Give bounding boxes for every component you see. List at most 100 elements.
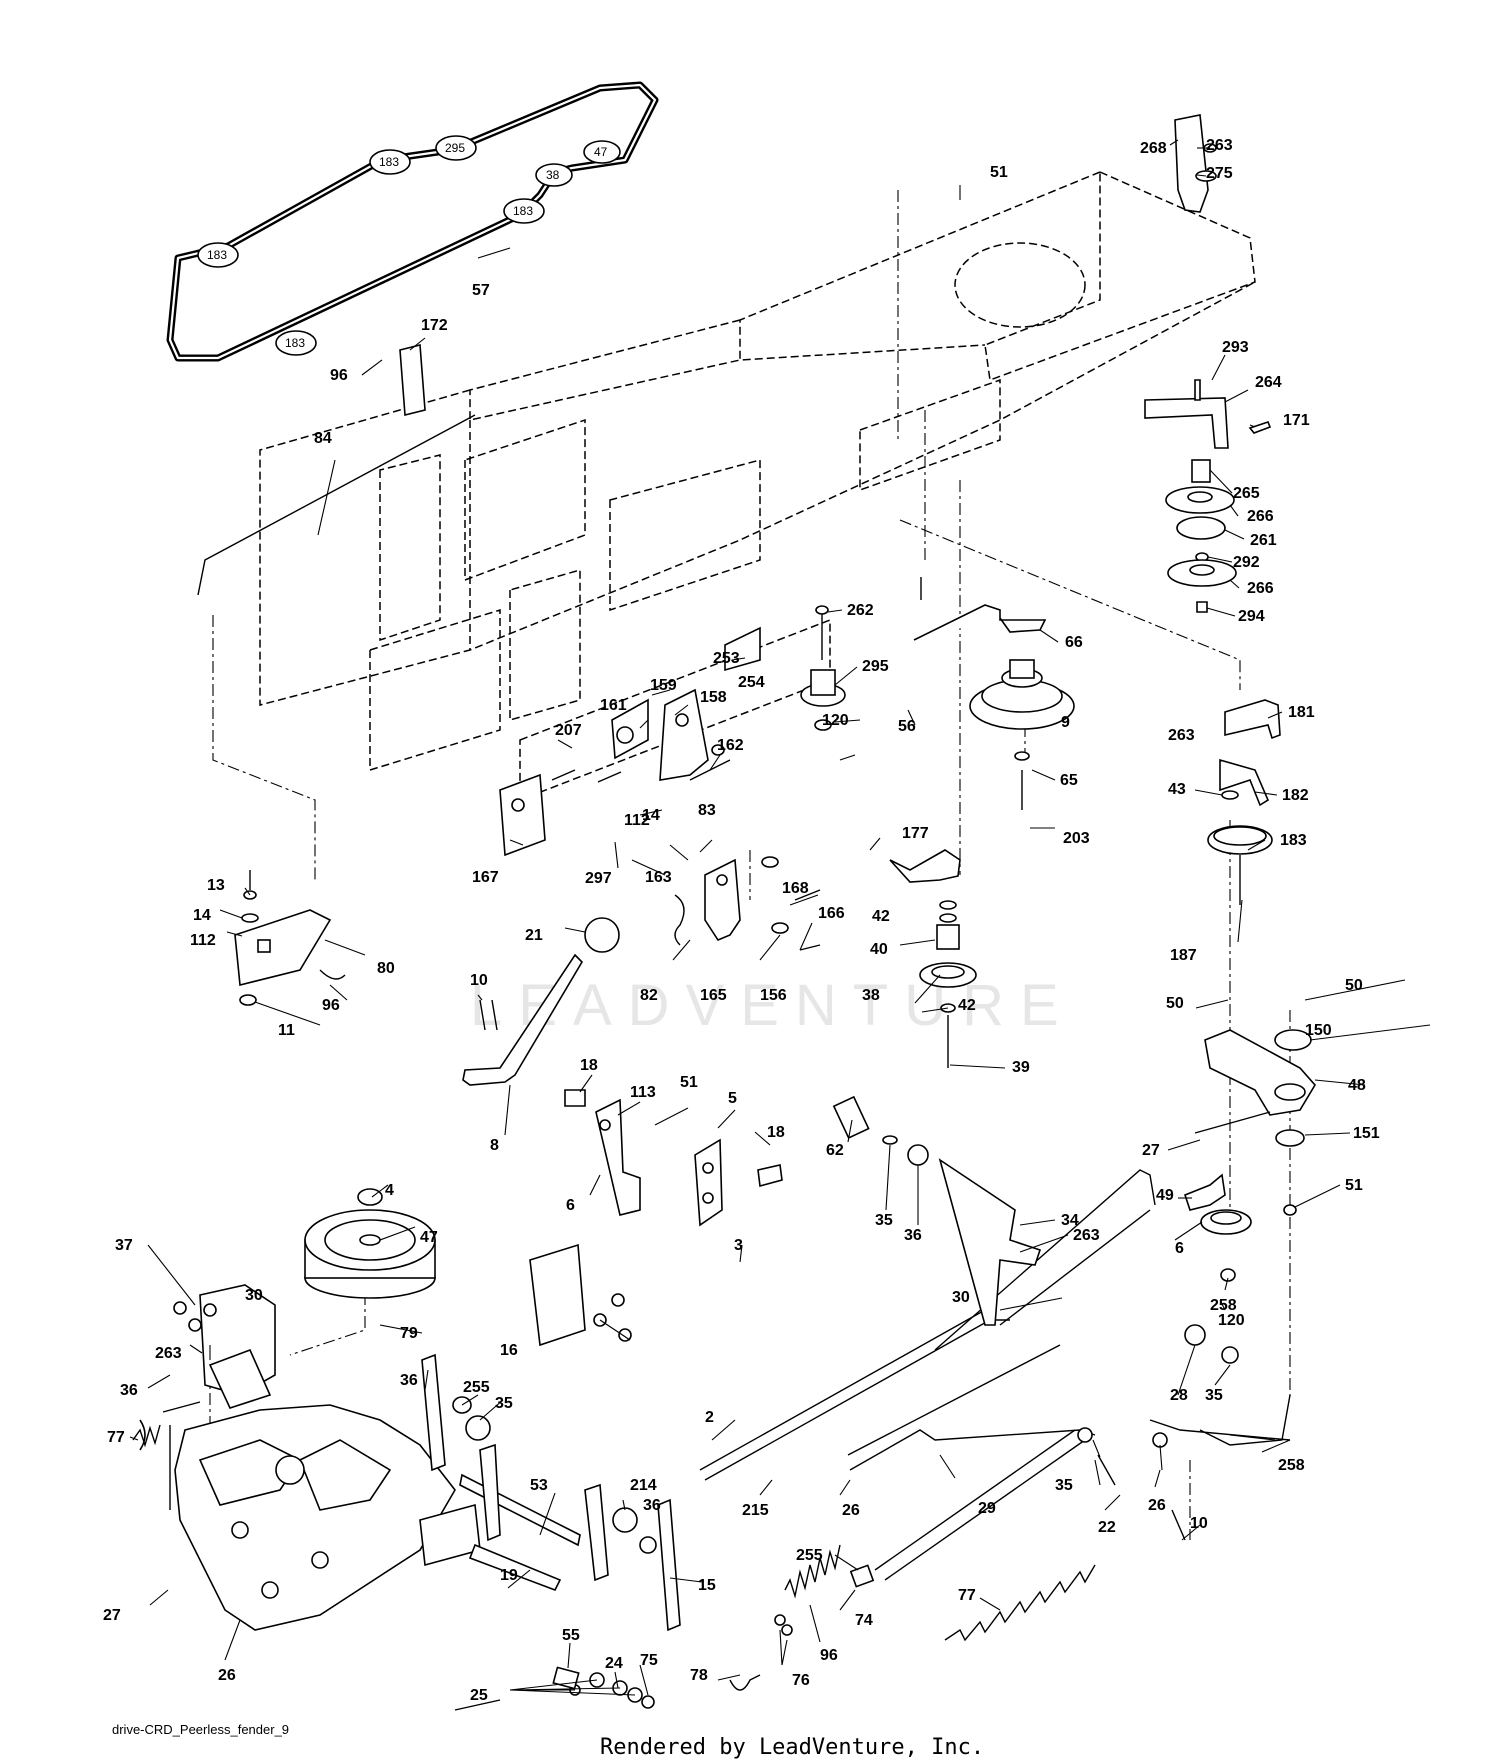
part-label: 34 <box>1061 1212 1079 1229</box>
part-label: 40 <box>870 941 888 958</box>
part-label: 11 <box>278 1022 295 1039</box>
part-label: 27 <box>1142 1142 1160 1159</box>
brake-bracket-assembly <box>499 626 821 951</box>
part-label: 263 <box>1206 137 1233 154</box>
idler-bracket-lower <box>1184 1029 1316 1282</box>
assembly-lines <box>209 190 1291 1540</box>
part-label: 266 <box>1247 580 1274 597</box>
part-label: 79 <box>400 1325 418 1342</box>
part-label: 177 <box>902 825 929 842</box>
part-label: 26 <box>1148 1497 1166 1514</box>
part-label: 255 <box>463 1379 490 1396</box>
belt-hub-label: 183 <box>513 204 533 218</box>
part-label: 10 <box>470 972 488 989</box>
part-label: 207 <box>555 722 582 739</box>
part-label: 266 <box>1247 508 1274 525</box>
part-label: 24 <box>605 1655 623 1672</box>
part-label: 51 <box>1345 1177 1363 1194</box>
part-label: 263 <box>1168 727 1195 744</box>
part-label: 163 <box>645 869 672 886</box>
part-label: 168 <box>782 880 809 897</box>
part-label: 48 <box>1348 1077 1366 1094</box>
part-label: 187 <box>1170 947 1197 964</box>
part-label: 4 <box>385 1182 394 1199</box>
part-label: 36 <box>643 1497 661 1514</box>
mounting-brackets <box>564 1089 783 1227</box>
part-label: 35 <box>875 1212 893 1229</box>
springs <box>132 1424 1096 1711</box>
part-label: 261 <box>1250 532 1277 549</box>
belt-pulley-hubs: 295 47 183 38 183 183 183 <box>197 135 621 356</box>
part-label: 8 <box>490 1137 499 1154</box>
part-label: 43 <box>1168 781 1186 798</box>
part-label: 295 <box>862 658 889 675</box>
belt-hub-label: 295 <box>445 141 465 155</box>
part-label: 96 <box>820 1647 838 1664</box>
linkage-plate <box>197 343 476 1006</box>
part-label: 171 <box>1283 412 1310 429</box>
transmission-pulley <box>304 1188 436 1299</box>
part-label: 18 <box>767 1124 785 1141</box>
part-label: 254 <box>738 674 765 691</box>
belt-hub: 183 <box>503 198 545 224</box>
part-label: 55 <box>562 1627 580 1644</box>
part-label: 76 <box>792 1672 810 1689</box>
part-label: 5 <box>728 1090 737 1107</box>
part-label: 112 <box>624 812 650 829</box>
part-label: 214 <box>630 1477 657 1494</box>
part-label: 6 <box>1175 1240 1184 1257</box>
part-label: 39 <box>1012 1059 1030 1076</box>
shafts-and-arms <box>421 1353 681 1632</box>
part-label: 10 <box>1190 1515 1208 1532</box>
spacer-bolt-assembly <box>800 577 922 731</box>
part-label: 50 <box>1345 977 1363 994</box>
part-label: 2 <box>705 1409 714 1426</box>
part-label: 21 <box>525 927 543 944</box>
part-label: 77 <box>958 1587 976 1604</box>
part-label: 165 <box>700 987 727 1004</box>
part-label: 6 <box>566 1197 575 1214</box>
part-label: 96 <box>330 367 348 384</box>
belt-hub: 183 <box>275 330 317 356</box>
part-label: 38 <box>862 987 880 1004</box>
part-label: 167 <box>472 869 499 886</box>
part-label: 15 <box>698 1577 716 1594</box>
part-label: 96 <box>322 997 340 1014</box>
part-label: 151 <box>1353 1125 1380 1142</box>
belt-hub: 47 <box>583 140 621 164</box>
part-label: 42 <box>872 908 890 925</box>
part-label: 26 <box>842 1502 860 1519</box>
leader-lines <box>129 139 1431 1696</box>
part-label: 26 <box>218 1667 236 1684</box>
part-label: 36 <box>120 1382 138 1399</box>
part-label: 83 <box>698 802 716 819</box>
part-label: 27 <box>103 1607 121 1624</box>
part-label: 30 <box>952 1289 970 1306</box>
part-label: 258 <box>1278 1457 1305 1474</box>
part-label: 294 <box>1238 608 1265 625</box>
part-label: 62 <box>826 1142 844 1159</box>
part-label: 14 <box>193 907 211 924</box>
part-label: 112 <box>190 932 216 949</box>
part-label: 35 <box>495 1395 513 1412</box>
part-label: 19 <box>500 1567 518 1584</box>
idler-bracket-right <box>1207 699 1281 905</box>
part-label: 51 <box>990 164 1008 181</box>
part-label: 16 <box>500 1342 518 1359</box>
part-label: 162 <box>717 737 744 754</box>
part-label: 42 <box>958 997 976 1014</box>
part-label: 37 <box>115 1237 133 1254</box>
transaxle <box>139 1348 562 1631</box>
belt-hub: 38 <box>535 163 573 187</box>
diagram-file-name: drive-CRD_Peerless_fender_9 <box>112 1722 290 1737</box>
part-label: 262 <box>847 602 874 619</box>
part-label: 13 <box>207 877 225 894</box>
part-label: 172 <box>421 317 448 334</box>
part-label: 36 <box>400 1372 418 1389</box>
shift-lever <box>462 917 620 1086</box>
part-label: 275 <box>1206 165 1233 182</box>
chassis-frame <box>259 170 1256 802</box>
part-label: 80 <box>377 960 395 977</box>
part-label: 35 <box>1205 1387 1223 1404</box>
